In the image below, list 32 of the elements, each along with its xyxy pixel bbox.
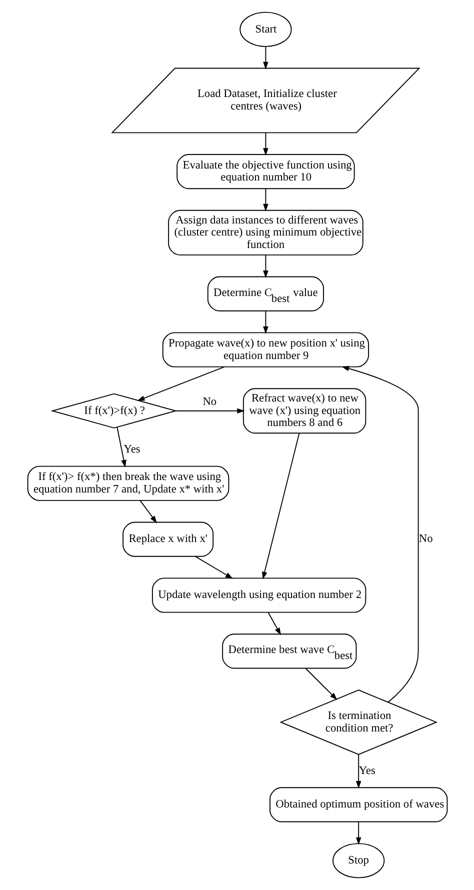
arrow	[304, 668, 337, 700]
arrow	[267, 612, 281, 636]
node-box: Obtained optimum position of waves	[268, 787, 448, 822]
node-box: Evaluate the objective function using equation number 10	[176, 154, 354, 190]
arrow	[116, 426, 126, 468]
arrow	[174, 408, 244, 414]
edge-label: Yes	[358, 764, 375, 777]
arrow	[194, 556, 233, 579]
node-box: Refract wave(x) to new wave (x') using equation numbers 8 and 6	[242, 388, 366, 434]
node-box: Propagate wave(x) to new position x' using equation number 9	[162, 332, 369, 368]
node-diamond: If f(x')>f(x) ?	[50, 393, 178, 428]
edge-label: Yes	[123, 444, 140, 456]
node-ellipse: Stop	[332, 843, 384, 878]
node-diamond: Is termination condition met?	[279, 690, 438, 755]
node-box: Update wavelength using equation number 2	[151, 578, 366, 613]
arrow	[136, 366, 224, 401]
arrow	[262, 188, 268, 212]
arrow	[262, 254, 268, 278]
node-box: Replace x with x'	[122, 522, 214, 557]
edge-label: No	[202, 396, 216, 408]
edge-label: No	[418, 533, 432, 546]
arrow	[355, 821, 361, 845]
arrow	[139, 500, 156, 524]
arrow	[262, 433, 300, 580]
node-box: If f(x')> f(x*) then break the wave using equation number 7 and, Update x* with x'	[26, 466, 229, 501]
arrow	[262, 310, 268, 334]
arrow	[262, 132, 268, 156]
arrow	[355, 754, 361, 789]
arrow	[341, 366, 418, 703]
arrow	[262, 46, 268, 70]
node-box: Assign data instances to different waves (cluster centre) using minimum objective function	[168, 210, 363, 256]
node-ellipse: Start	[239, 12, 292, 47]
